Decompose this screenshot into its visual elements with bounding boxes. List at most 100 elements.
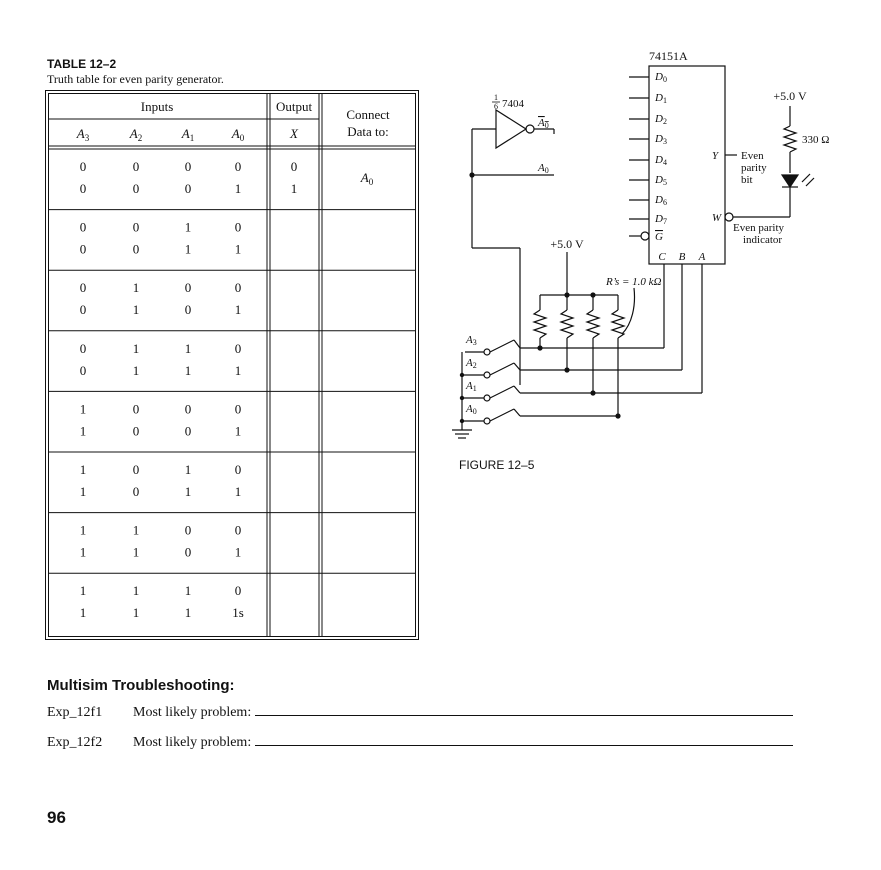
col-x: X — [289, 126, 299, 141]
table-cell: 1 — [185, 341, 192, 356]
figure-caption: FIGURE 12–5 — [459, 458, 535, 472]
connect-a0: A0 — [360, 170, 374, 187]
chip-name: 74151A — [649, 49, 688, 63]
select-b: B — [679, 251, 686, 263]
multisim-prompt-2: Most likely problem: — [133, 735, 252, 750]
r-note: R’s = 1.0 kΩ — [605, 276, 662, 288]
switch-label: A0 — [465, 403, 477, 416]
table-cell: 0 — [80, 341, 87, 356]
select-a: A — [698, 251, 706, 263]
table-cell: 1 — [80, 583, 87, 598]
table-cell: 0 — [235, 462, 242, 477]
header-output: Output — [276, 99, 313, 114]
table-cell: 1 — [185, 242, 192, 257]
table-cell: 0 — [235, 523, 242, 538]
table-cell: 1 — [80, 423, 87, 438]
table-cell: 1 — [235, 242, 242, 257]
table-cell: 0 — [235, 401, 242, 416]
table-cell: 0 — [185, 423, 192, 438]
table-cell: 0 — [185, 159, 192, 174]
page-number: 96 — [47, 808, 66, 827]
chip-input-label: D3 — [654, 133, 667, 146]
table-cell: 0 — [235, 159, 242, 174]
chip-input-label: D5 — [654, 174, 667, 187]
table-cell: 1 — [235, 302, 242, 317]
a0-bar-label: A0 — [537, 117, 549, 130]
col-a3: A3 — [76, 126, 90, 143]
table-cell: 1 — [80, 523, 87, 538]
chip-input-label: D2 — [654, 113, 667, 126]
col-a0: A0 — [231, 126, 245, 143]
table-cell: 1 — [80, 605, 87, 620]
table-cell: 0 — [80, 280, 87, 295]
table-cell: 0 — [80, 302, 87, 317]
table-cell: 1 — [133, 523, 140, 538]
table-cell: 1 — [185, 605, 192, 620]
header-connect-1: Connect — [346, 107, 390, 122]
table-cell: 0 — [133, 401, 140, 416]
table-cell: 1 — [235, 423, 242, 438]
table-cell: 1 — [235, 181, 242, 196]
select-c: C — [658, 251, 666, 263]
table-cell: 1 — [80, 401, 87, 416]
switch-label: A1 — [465, 380, 477, 393]
switch-label: A3 — [465, 334, 477, 347]
table-cell: 0 — [185, 401, 192, 416]
table-cell: 1 — [80, 462, 87, 477]
even-parity-bit-3: bit — [741, 174, 753, 186]
table-cell: 1 — [185, 363, 192, 378]
chip-input-label: D4 — [654, 154, 667, 167]
table-cell: 0 — [133, 462, 140, 477]
table-cell: 1 — [235, 545, 242, 560]
table-cell: 0 — [133, 423, 140, 438]
multisim-file-2: Exp_12f2 — [47, 735, 103, 750]
table-caption: Truth table for even parity generator. — [47, 72, 224, 86]
table-cell: 1 — [185, 484, 192, 499]
mux-chip — [648, 65, 726, 265]
a0-label: A0 — [537, 162, 549, 175]
switch-label: A2 — [465, 357, 477, 370]
w-label: W — [712, 212, 722, 224]
table-cell: 1 — [235, 363, 242, 378]
inverter-frac-den: 6 — [494, 102, 498, 111]
answer-line-2[interactable] — [255, 730, 794, 746]
multisim-row-2: Exp_12f2 Most likely problem: — [47, 730, 794, 751]
table-cell: 1 — [185, 583, 192, 598]
inverter-frac-num: 1 — [494, 93, 498, 102]
table-cell: 1 — [235, 484, 242, 499]
truth-table: Inputs Output Connect Data to: A3 A2 A1 … — [45, 90, 419, 640]
table-cell: 1 — [80, 484, 87, 499]
multisim-prompt-1: Most likely problem: — [133, 705, 252, 720]
table-cell: 0 — [235, 341, 242, 356]
table-cell: 0 — [133, 220, 140, 235]
even-parity-bit-2: parity — [741, 162, 767, 174]
table-cell: 0 — [80, 363, 87, 378]
table-cell: 0 — [235, 280, 242, 295]
table-cell: 0 — [235, 220, 242, 235]
table-cell: 1 — [133, 363, 140, 378]
answer-line-1[interactable] — [255, 700, 794, 716]
multisim-row-1: Exp_12f1 Most likely problem: — [47, 700, 794, 721]
table-cell: 1 — [291, 181, 298, 196]
chip-input-label: D6 — [654, 194, 667, 207]
table-cell: 0 — [185, 280, 192, 295]
table-cell: 1 — [185, 462, 192, 477]
table-cell: 1 — [80, 545, 87, 560]
table-cell: 1 — [133, 605, 140, 620]
table-cell: 0 — [133, 159, 140, 174]
vcc-mid: +5.0 V — [550, 237, 584, 251]
header-connect-2: Data to: — [347, 124, 389, 139]
table-cell: 0 — [80, 159, 87, 174]
table-cell: 0 — [133, 242, 140, 257]
g-label: G — [655, 231, 663, 243]
table-cell: 0 — [185, 523, 192, 538]
chip-input-label: D7 — [654, 213, 667, 226]
table-cell: 1 — [133, 302, 140, 317]
vcc-top: +5.0 V — [773, 89, 807, 103]
y-label: Y — [712, 150, 720, 162]
table-cell: 0 — [185, 302, 192, 317]
table-cell: 1 — [133, 583, 140, 598]
table-cell: 0 — [185, 181, 192, 196]
even-parity-bit-1: Even — [741, 150, 764, 162]
